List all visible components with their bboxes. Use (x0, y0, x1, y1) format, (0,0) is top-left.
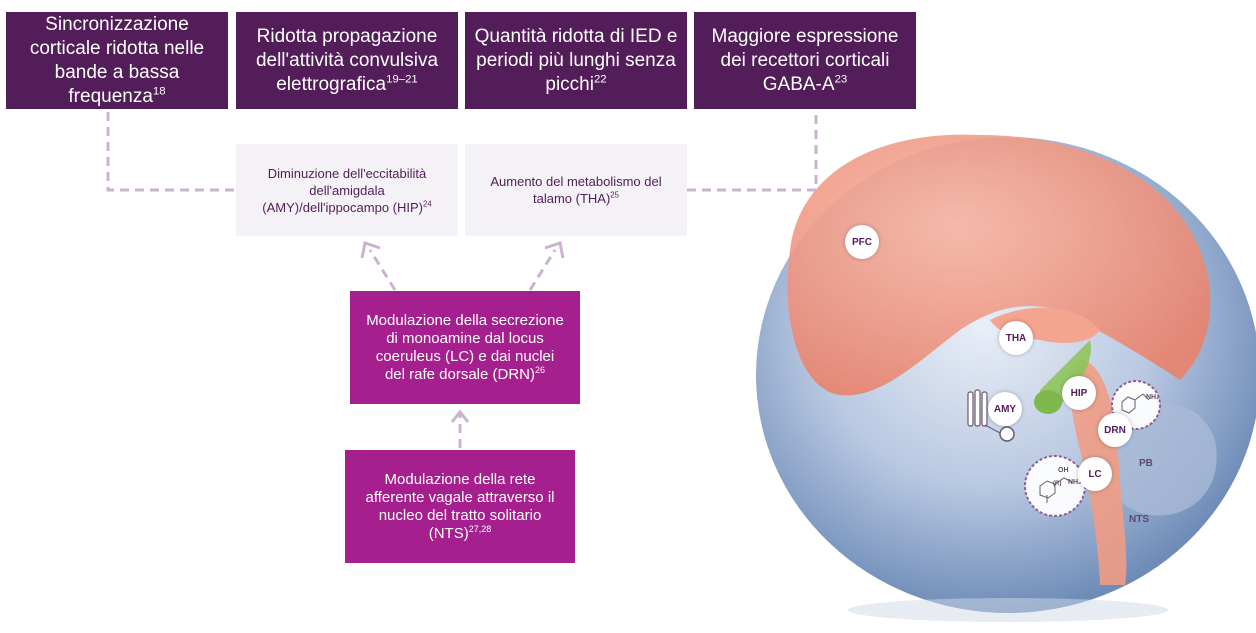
head-shadow (848, 598, 1168, 622)
region-label-hip: HIP (1062, 376, 1096, 410)
effect-text: Sincronizzazione corticale ridotta nelle… (29, 13, 205, 107)
effect-ref: 18 (152, 85, 166, 98)
arrowhead-right (544, 241, 565, 259)
molecule-structure-top (1121, 393, 1150, 414)
amygdala-shape (1034, 390, 1062, 414)
effect-text: Diminuzione dell'eccitabilità dell'amigd… (262, 165, 427, 215)
brain-illustration (756, 134, 1256, 622)
effect-text: Maggiore espressione dei recettori corti… (711, 25, 899, 95)
mechanism-text: Modulazione della secrezione di monoamin… (366, 311, 564, 383)
effect-box-gaba: Maggiore espressione dei recettori corti… (694, 12, 916, 109)
mechanism-box-vagal: Modulazione della rete afferente vagale … (345, 450, 575, 563)
effect-text: Quantità ridotta di IED e periodi più lu… (474, 25, 678, 95)
arrowheads (360, 241, 565, 423)
connector-arrow-left (368, 249, 397, 291)
effect-ref: 24 (423, 199, 432, 209)
connector-arrow-right (528, 249, 557, 291)
mechanism-box-monoamine: Modulazione della secrezione di monoamin… (350, 291, 580, 404)
effect-ref: 25 (610, 190, 619, 200)
effect-box-cortical-sync: Sincronizzazione corticale ridotta nelle… (6, 12, 228, 109)
cortex-shape (787, 134, 1211, 396)
region-label-tha: THA (999, 321, 1033, 355)
mechanism-ref: 26 (535, 364, 546, 375)
effect-text: Aumento del metabolismo del talamo (THA) (490, 174, 662, 206)
effect-ref: 22 (593, 73, 607, 86)
arrowhead-bottom (450, 409, 470, 423)
hippocampus-green (1040, 340, 1091, 407)
region-label-lc: LC (1078, 457, 1112, 491)
effect-box-tha: Aumento del metabolismo del talamo (THA)… (465, 144, 687, 236)
effect-box-propagation: Ridotta propagazione dell'attività convu… (236, 12, 458, 109)
connector-left (106, 112, 236, 192)
arrowhead-left (360, 241, 381, 259)
region-label-nts: NTS (1129, 514, 1149, 525)
effect-box-amy-hip: Diminuzione dell'eccitabilità dell'amigd… (236, 144, 458, 236)
receptor-icon (967, 389, 988, 427)
mechanism-ref: 27,28 (468, 523, 492, 534)
molecule-label-nh2-top: NH₂ (1146, 394, 1160, 401)
connector-right (687, 112, 818, 192)
molecule-label-r: (R) (1053, 481, 1062, 487)
receptor-node (999, 426, 1015, 442)
region-label-pfc: PFC (845, 225, 879, 259)
molecule-structure-bottom (1039, 477, 1073, 503)
region-label-drn: DRN (1098, 413, 1132, 447)
molecule-label-nh2-bottom: NH₂ (1068, 479, 1082, 486)
region-label-amy: AMY (988, 392, 1022, 426)
effect-ref: 19–21 (386, 73, 418, 86)
effect-text: Ridotta propagazione dell'attività convu… (255, 25, 439, 95)
effect-box-ied: Quantità ridotta di IED e periodi più lu… (465, 12, 687, 109)
effect-ref: 23 (834, 73, 848, 86)
mechanism-text: Modulazione della rete afferente vagale … (365, 470, 555, 542)
receptor-pointer (984, 424, 1001, 434)
region-label-pb: PB (1139, 458, 1153, 469)
molecule-label-oh: OH (1058, 467, 1069, 474)
